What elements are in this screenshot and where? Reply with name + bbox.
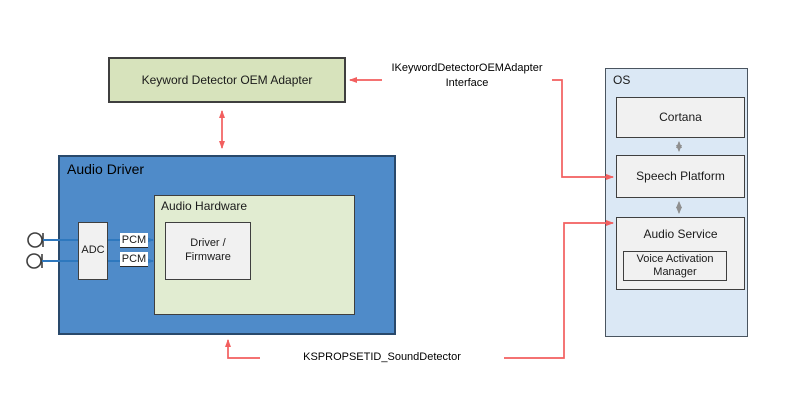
microphone-icon [27,232,44,248]
cortana-box: Cortana [616,97,745,138]
adc-box: ADC [78,222,108,280]
driver-firmware-label: Driver / Firmware [185,237,231,263]
pcm-text: PCM [121,253,147,265]
audio-hardware-label: Audio Hardware [161,199,248,213]
ksprop-sound-detector-label: KSPROPSETID_SoundDetector [260,350,504,365]
adc-label: ADC [81,244,105,257]
pcm-label-1: PCM [120,233,148,248]
audio-service-label: Audio Service [643,227,718,241]
keyword-detector-oem-adapter-box: Keyword Detector OEM Adapter [108,57,346,103]
cortana-label: Cortana [659,110,702,124]
speech-platform-label: Speech Platform [636,169,725,183]
driver-firmware-box: Driver / Firmware [165,222,251,280]
pcm-label-2: PCM [120,252,148,267]
voice-activation-manager-box: Voice Activation Manager [623,251,727,281]
keyword-detector-oem-adapter-label: Keyword Detector OEM Adapter [141,73,313,87]
audio-driver-label: Audio Driver [67,161,145,177]
os-label: OS [613,73,631,87]
ikeyword-interface-label: IKeywordDetectorOEMAdapter Interface [382,61,552,92]
voice-activation-manager-label: Voice Activation Manager [636,252,714,278]
speech-platform-box: Speech Platform [616,155,745,198]
microphone-icon [26,253,43,269]
pcm-text: PCM [121,234,147,246]
